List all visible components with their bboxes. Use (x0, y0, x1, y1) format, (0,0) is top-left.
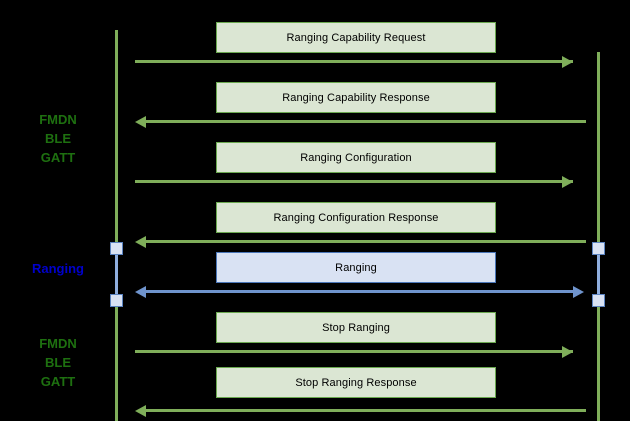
phase-label-line: FMDN (39, 112, 77, 127)
arrowhead-left-icon (135, 404, 146, 417)
phase-label-line: GATT (40, 150, 76, 165)
message-box: Stop Ranging Response (216, 367, 496, 398)
phase-label-line: FMDN (39, 336, 77, 351)
activation-start-marker-right (592, 242, 605, 255)
activation-bar-right (597, 248, 600, 300)
phase-label-line: GATT (40, 374, 76, 389)
arrowhead-right-icon (562, 345, 573, 358)
message-box: Ranging Configuration Response (216, 202, 496, 233)
phase-label-fmdn-bottom: FMDN BLE GATT (12, 334, 104, 391)
message-box: Ranging Capability Request (216, 22, 496, 53)
phase-label-line: BLE (45, 355, 71, 370)
activation-bar-left (115, 248, 118, 300)
activation-end-marker-right (592, 294, 605, 307)
phase-label-ranging: Ranging (12, 259, 104, 278)
phase-label-fmdn-top: FMDN BLE GATT (12, 110, 104, 167)
activation-start-marker-left (110, 242, 123, 255)
message-box: Ranging Capability Response (216, 82, 496, 113)
activation-end-marker-left (110, 294, 123, 307)
message-arrow-line-ranging (146, 290, 573, 293)
message-arrow-line (135, 350, 573, 353)
arrowhead-right-icon (562, 175, 573, 188)
message-arrow-line (135, 60, 573, 63)
message-arrow-line (146, 240, 586, 243)
arrowhead-left-icon (135, 285, 146, 298)
arrowhead-right-icon (573, 285, 584, 298)
arrowhead-left-icon (135, 235, 146, 248)
phase-label-line: BLE (45, 131, 71, 146)
message-arrow-line (146, 409, 586, 412)
lifeline-left (115, 30, 118, 421)
message-box-ranging: Ranging (216, 252, 496, 283)
message-arrow-line (135, 180, 573, 183)
message-box: Stop Ranging (216, 312, 496, 343)
message-box: Ranging Configuration (216, 142, 496, 173)
arrowhead-right-icon (562, 55, 573, 68)
phase-label-line: Ranging (32, 261, 84, 276)
arrowhead-left-icon (135, 115, 146, 128)
lifeline-right (597, 52, 600, 421)
message-arrow-line (146, 120, 586, 123)
